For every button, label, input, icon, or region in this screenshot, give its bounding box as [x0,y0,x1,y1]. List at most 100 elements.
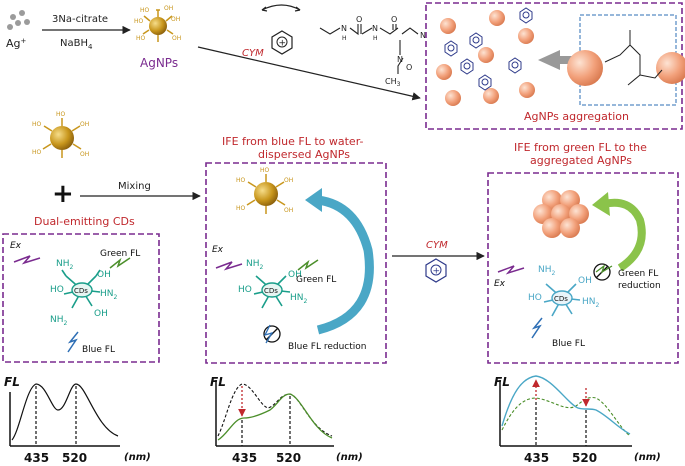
atom-n1: N [341,24,347,33]
right-hn2-label: HN2 [582,297,600,309]
cds-structure-right: CDs [543,283,581,317]
atom-n2: N [372,24,378,33]
svg-text:HO: HO [134,18,144,25]
cds-structure-left: CDs [61,269,101,309]
reagent-nabh4: NaBH4 [60,38,93,51]
atom-n4: N [420,31,426,40]
spec2-x520: 520 [276,451,301,465]
right-ex-lightning-icon [497,265,525,275]
right-blue-lightning-icon [531,317,543,339]
plus-sign: + [52,179,74,209]
spec1-x520: 520 [62,451,87,465]
blocked-green-fl-icon [593,263,613,281]
middle-title-2: dispersed AgNPs [258,148,350,161]
svg-text:OH: OH [172,35,181,42]
right-title-2: aggregated AgNPs [530,154,632,167]
mid-green-fl: Green FL [296,275,336,285]
ag-ion-label: Ag+ [6,37,27,50]
middle-box [205,162,387,364]
green-lightning-icon [109,257,131,269]
cds-ho-label: HO [50,285,64,295]
spec2-x435: 435 [232,451,257,465]
cym-arrow-top [197,46,421,101]
green-curved-arrow [603,198,646,272]
svg-text:HO: HO [56,111,66,118]
svg-text:HO: HO [32,149,42,156]
cation-icons-box [444,7,533,91]
agnps-label: AgNPs [140,56,178,70]
spec1-unit: (nm) [124,452,151,463]
svg-text:OH: OH [80,121,89,128]
svg-text:CDs: CDs [74,287,88,295]
cds-box [2,233,160,363]
atom-ch3: CH3 [385,77,401,88]
right-blue-fl: Blue FL [552,339,585,349]
svg-text:HO: HO [140,7,150,14]
spec3-unit: (nm) [634,452,661,463]
aggregated-agnps [533,190,589,238]
svg-text:HO: HO [236,177,246,184]
mixing-label: Mixing [118,181,151,192]
right-ex-label: Ex [494,279,506,289]
svg-text:+: + [279,39,287,49]
mid-blue-fl-reduction: Blue FL reduction [288,342,366,352]
svg-text:CDs: CDs [264,287,278,295]
right-title-1: IFE from green FL to the [514,141,647,154]
right-green-reduction: reduction [618,281,661,291]
cym-cation-icon-middle: + [425,258,447,283]
mid-green-lightning-icon [297,259,319,271]
cds-oh-label: OH [97,270,111,280]
svg-text:+: + [433,267,441,277]
middle-title-1: IFE from blue FL to water- [222,135,364,148]
spec2-ylabel: FL [210,375,226,389]
curved-arrow-head [305,188,322,212]
mid-oh-label: OH [288,270,302,280]
atom-n3: N [397,55,403,64]
spec3-ylabel: FL [494,375,510,389]
double-arrow [261,4,301,11]
spec3-x520: 520 [572,451,597,465]
cds-blue-fl: Blue FL [82,345,115,355]
svg-text:CDs: CDs [554,295,568,303]
spec1-x435: 435 [24,451,49,465]
svg-text:OH: OH [171,16,180,23]
svg-text:OH: OH [284,207,293,214]
svg-text:HO: HO [32,121,42,128]
aggregation-caption: AgNPs aggregation [524,110,629,123]
agnp-top: HO OH OH HO HO OH [134,5,181,42]
cds-green-fl: Green FL [100,249,140,259]
cds-nh2-label: NH2 [56,259,74,271]
green-arrow-head [592,192,610,216]
blue-lightning-icon [67,331,79,353]
svg-text:HO: HO [136,35,146,42]
orange-particles [436,10,535,106]
blocked-blue-fl-icon [263,324,281,344]
mid-nh2-label: NH2 [246,259,264,271]
atom-o3: O [406,63,412,72]
atom-o-carbonyl: O [356,15,362,24]
spec1-ylabel: FL [4,375,20,389]
cds-structure-middle: CDs [253,275,291,309]
right-nh2-label: NH2 [538,265,556,277]
inset-particle-right [656,52,685,84]
reagent-citrate: 3Na-citrate [52,14,108,25]
svg-text:OH: OH [284,177,293,184]
ag-ion-dots [7,10,30,30]
spectrum-1: FL 435 520 (nm) [4,375,151,465]
cds-nh2-lower: NH2 [50,315,68,327]
right-ho-label: HO [528,293,542,303]
right-green-fl: Green FL [618,269,658,279]
cds-ex-label: Ex [10,241,22,251]
cym-label-top: CYM [242,48,264,59]
atom-o2: O [391,15,397,24]
atom-h2: H [373,35,378,42]
cds-hn2-label: HN2 [100,289,118,301]
cds-oh-lower: OH [94,309,108,319]
cds-title: Dual-emitting CDs [34,215,135,228]
ex-lightning-icon [13,255,41,265]
spectrum-2: FL 435 520 (nm) [210,375,363,465]
curved-ife-arrow [316,195,374,335]
svg-text:OH: OH [80,151,89,158]
